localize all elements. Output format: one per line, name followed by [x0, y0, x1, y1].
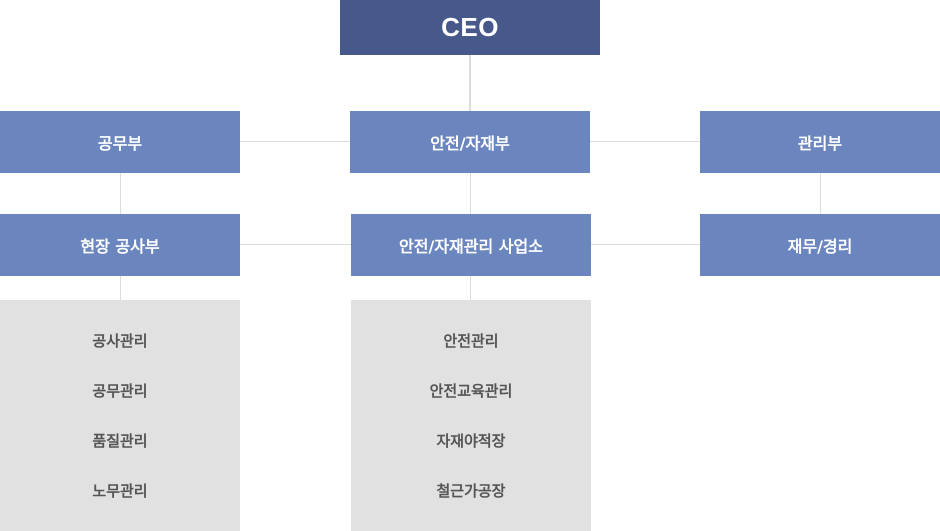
department-box-site-construction: 현장 공사부 [0, 214, 240, 276]
department-box-public-works: 공무부 [0, 111, 240, 173]
task-item: 자재야적장 [436, 432, 506, 450]
connector-level2-left-down [120, 276, 121, 300]
department-label: 안전/자재부 [430, 134, 510, 153]
task-item: 노무관리 [92, 482, 148, 500]
connector-level1-center-down [470, 173, 471, 214]
connector-level1-left-down [120, 173, 121, 214]
department-box-finance-accounting: 재무/경리 [700, 214, 940, 276]
task-item: 공사관리 [92, 332, 148, 350]
connector-level1-right-down [820, 173, 821, 214]
department-box-safety-materials-office: 안전/자재관리 사업소 [351, 214, 591, 276]
task-item: 철근가공장 [436, 482, 506, 500]
department-label: 관리부 [797, 134, 843, 153]
department-box-management: 관리부 [700, 111, 940, 173]
department-label: 안전/자재관리 사업소 [399, 237, 543, 256]
task-item: 품질관리 [92, 432, 148, 450]
department-label: 현장 공사부 [80, 237, 160, 256]
task-panel-site-construction: 공사관리 공무관리 품질관리 노무관리 [0, 300, 240, 531]
department-label: 재무/경리 [787, 237, 853, 256]
ceo-label: CEO [441, 12, 499, 42]
task-item: 공무관리 [92, 382, 148, 400]
department-label: 공무부 [97, 134, 143, 153]
ceo-box: CEO [340, 0, 600, 55]
connector-ceo-to-center [469, 55, 471, 111]
task-item: 안전관리 [443, 332, 499, 350]
task-panel-safety-materials-office: 안전관리 안전교육관리 자재야적장 철근가공장 [351, 300, 591, 531]
connector-level2-center-down [470, 276, 471, 300]
department-box-safety-materials: 안전/자재부 [350, 111, 590, 173]
task-item: 안전교육관리 [429, 382, 513, 400]
